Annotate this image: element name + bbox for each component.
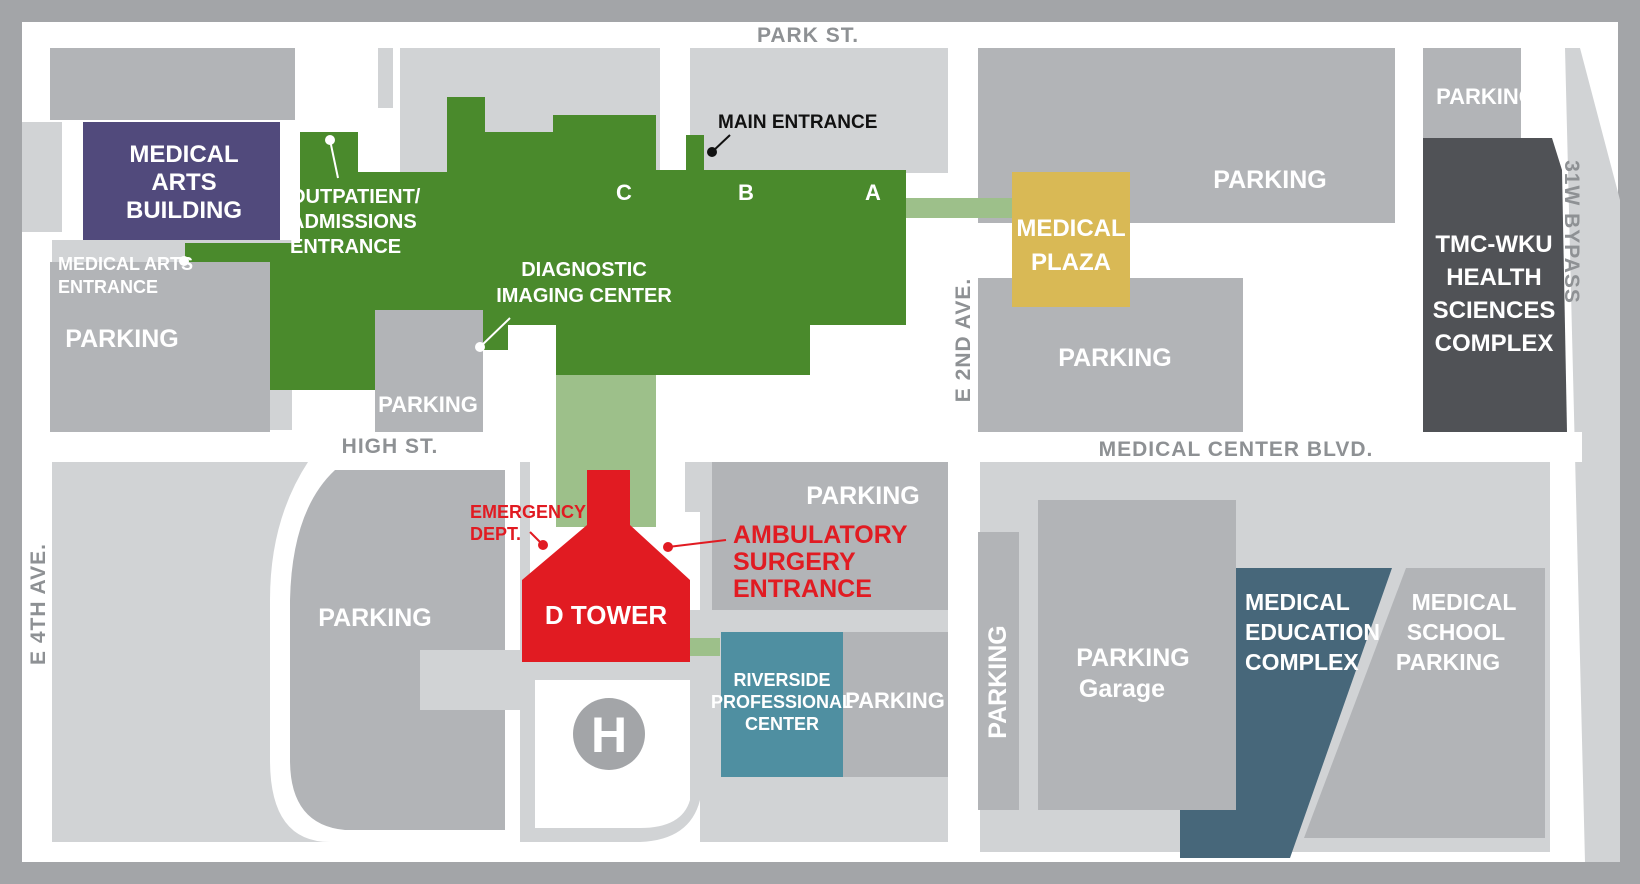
wing-b-label: B	[738, 180, 754, 205]
svg-text:PROFESSIONAL: PROFESSIONAL	[711, 692, 853, 712]
svg-text:PARKING: PARKING	[1396, 649, 1500, 675]
high-st-road	[22, 432, 1582, 462]
svg-text:SCIENCES: SCIENCES	[1433, 297, 1556, 324]
medical-center-blvd-label: MEDICAL CENTER BLVD.	[1099, 438, 1374, 461]
medical-arts-entrance-label: MEDICAL ARTS ENTRANCE	[58, 254, 193, 297]
medical-education-complex	[1180, 568, 1392, 858]
bypass-label: 31W BYPASS	[1560, 160, 1583, 304]
riverside-professional-center	[721, 632, 843, 777]
e-2nd-ave-label: E 2ND AVE.	[952, 278, 975, 402]
parking-label-bypass: PARKING	[1436, 84, 1536, 109]
svg-text:HEALTH: HEALTH	[1446, 264, 1542, 291]
d-tower	[522, 470, 690, 662]
parking-label-center: PARKING	[378, 392, 478, 417]
parking-label-west: PARKING	[65, 325, 178, 353]
helipad-circle	[573, 698, 645, 770]
wing-c-label: C	[616, 180, 632, 205]
svg-text:PLAZA: PLAZA	[1031, 249, 1111, 276]
parking-lot-ambulatory	[712, 462, 950, 610]
svg-text:AMBULATORY: AMBULATORY	[733, 521, 908, 549]
svg-text:ENTRANCE: ENTRANCE	[733, 575, 872, 603]
lot-notch	[420, 650, 530, 710]
e-4th-road	[22, 440, 52, 862]
svg-text:MEDICAL ARTS: MEDICAL ARTS	[58, 254, 193, 274]
diagnostic-label: DIAGNOSTIC IMAGING CENTER	[496, 259, 672, 307]
med-school-parking-label: MEDICAL SCHOOL PARKING	[1396, 589, 1517, 675]
svg-text:COMPLEX: COMPLEX	[1435, 330, 1554, 357]
svg-text:EMERGENCY: EMERGENCY	[470, 502, 586, 522]
parking-lot-strip	[977, 532, 1019, 810]
svg-text:CENTER: CENTER	[745, 714, 819, 734]
d-tower-label: D TOWER	[545, 600, 668, 630]
parking-label-loop: PARKING	[318, 604, 431, 632]
svg-text:BUILDING: BUILDING	[126, 197, 242, 224]
svg-text:DIAGNOSTIC: DIAGNOSTIC	[521, 259, 647, 281]
parking-garage-label: PARKING Garage	[1076, 644, 1189, 703]
medical-arts-building	[83, 122, 280, 240]
medical-school-parking-lot	[1304, 568, 1545, 838]
parking-lot-west	[50, 262, 270, 432]
svg-text:ARTS: ARTS	[151, 169, 216, 196]
svg-text:Garage: Garage	[1079, 675, 1165, 703]
parking-garage	[1038, 500, 1236, 810]
svg-text:ENTRANCE: ENTRANCE	[58, 277, 158, 297]
riverside-label: RIVERSIDE PROFESSIONAL CENTER	[711, 670, 853, 734]
outpatient-label: OUTPATIENT/ ADMISSIONS ENTRANCE	[290, 186, 421, 258]
svg-text:COMPLEX: COMPLEX	[1245, 649, 1359, 675]
medical-arts-label: MEDICAL ARTS BUILDING	[126, 141, 242, 224]
svg-text:EDUCATION: EDUCATION	[1245, 619, 1380, 645]
svg-text:DEPT.: DEPT.	[470, 524, 521, 544]
svg-text:PARKING: PARKING	[1076, 644, 1189, 672]
parking-lot-riverside	[840, 632, 950, 777]
main-entrance-label: MAIN ENTRANCE	[718, 112, 877, 133]
wing-a-label: A	[865, 180, 881, 205]
parking-lot-center	[375, 310, 483, 432]
parking-label-plaza-north: PARKING	[1213, 166, 1326, 194]
svg-text:MEDICAL: MEDICAL	[129, 141, 238, 168]
park-st-label: PARK ST.	[757, 24, 859, 47]
helipad-icon: H	[591, 707, 627, 763]
svg-text:TMC-WKU: TMC-WKU	[1435, 231, 1552, 258]
tmc-wku-complex	[1423, 138, 1567, 432]
lot-nw	[50, 48, 295, 120]
parking-lot-bypass	[1423, 48, 1521, 138]
medical-plaza	[1012, 172, 1130, 307]
svg-text:OUTPATIENT/: OUTPATIENT/	[290, 186, 421, 208]
svg-text:SCHOOL: SCHOOL	[1407, 619, 1505, 645]
medical-plaza-label: MEDICAL PLAZA	[1016, 215, 1125, 276]
park-st-road	[22, 22, 1618, 48]
svg-text:SURGERY: SURGERY	[733, 548, 856, 576]
svg-text:ENTRANCE: ENTRANCE	[290, 236, 401, 258]
parking-lot-loop	[290, 470, 505, 830]
medical-arts-entrance-dot	[179, 256, 189, 266]
high-st-label: HIGH ST.	[342, 435, 439, 458]
svg-text:ADMISSIONS: ADMISSIONS	[290, 211, 417, 233]
ambulatory-label: AMBULATORY SURGERY ENTRANCE	[733, 521, 908, 603]
riverside-connector	[688, 638, 720, 656]
svg-text:IMAGING CENTER: IMAGING CENTER	[496, 285, 672, 307]
svg-text:RIVERSIDE: RIVERSIDE	[733, 670, 830, 690]
parking-label-riverside: PARKING	[845, 688, 945, 713]
svg-text:MEDICAL: MEDICAL	[1016, 215, 1125, 242]
bypass-side-road	[1398, 22, 1423, 432]
tmc-wku-label: TMC-WKU HEALTH SCIENCES COMPLEX	[1433, 231, 1556, 357]
main-hospital	[185, 97, 906, 390]
svg-text:MEDICAL: MEDICAL	[1412, 589, 1517, 615]
plaza-connector	[905, 198, 1015, 218]
med-education-label: MEDICAL EDUCATION COMPLEX	[1245, 589, 1380, 675]
emergency-label: EMERGENCY DEPT.	[470, 502, 586, 544]
svg-text:MEDICAL: MEDICAL	[1245, 589, 1350, 615]
e-2nd-road	[948, 22, 978, 862]
parking-label-ambulatory: PARKING	[806, 482, 919, 510]
parking-label-strip: PARKING	[984, 625, 1012, 738]
parking-label-plaza-south: PARKING	[1058, 344, 1171, 372]
e-4th-ave-label: E 4TH AVE.	[27, 543, 50, 665]
